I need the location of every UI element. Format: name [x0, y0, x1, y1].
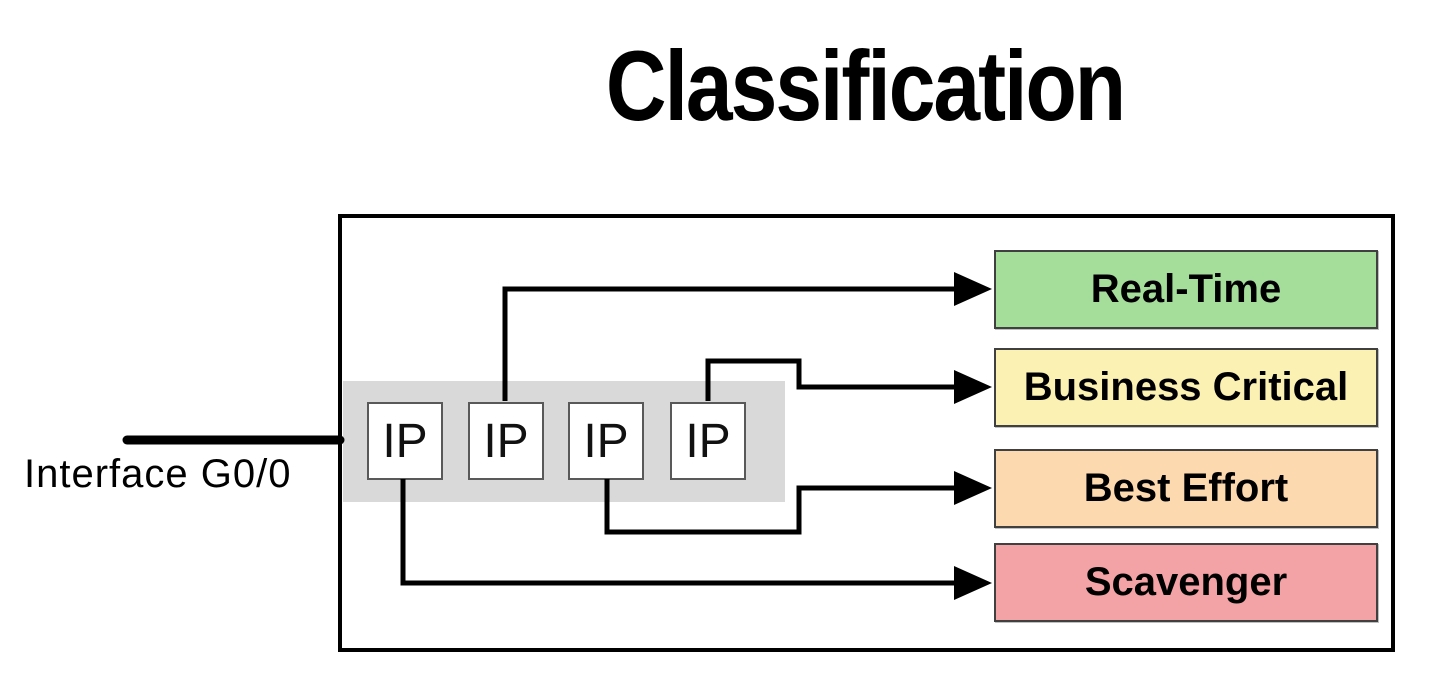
interface-label: Interface G0/0	[24, 452, 292, 496]
packet-label: IP	[583, 414, 629, 468]
class-box-scavenger: Scavenger	[994, 543, 1378, 622]
packet-box-3: IP	[568, 402, 644, 480]
packet-label: IP	[483, 414, 529, 468]
class-label: Real-Time	[1090, 267, 1282, 311]
class-label: Scavenger	[1084, 560, 1288, 604]
packet-box-1: IP	[367, 402, 443, 480]
packet-label: IP	[382, 414, 428, 468]
packet-box-2: IP	[468, 402, 544, 480]
class-label: Business Critical	[1023, 365, 1349, 409]
class-label: Best Effort	[1083, 466, 1289, 510]
packet-box-4: IP	[670, 402, 746, 480]
diagram-title: Classification	[605, 30, 1126, 142]
class-box-best-effort: Best Effort	[994, 449, 1378, 528]
class-box-real-time: Real-Time	[994, 250, 1378, 329]
class-box-business-critical: Business Critical	[994, 348, 1378, 427]
classifier-box	[338, 214, 1395, 652]
packet-label: IP	[685, 414, 731, 468]
